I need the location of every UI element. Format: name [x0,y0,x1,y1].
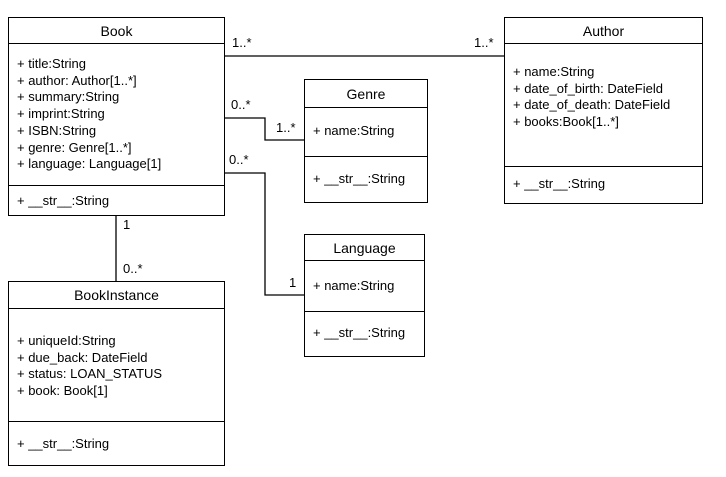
attribute: + uniqueId:String [17,333,116,348]
book-language-link [225,172,304,296]
class-genre-operations: + __str__:String [313,171,423,188]
class-language[interactable]: Language + name:String + __str__:String [304,234,425,357]
class-genre-divider-bottom [305,156,427,157]
class-language-attributes: + name:String [313,278,420,295]
class-bookinstance-divider-bottom [9,421,224,422]
class-language-operations: + __str__:String [313,325,420,342]
class-bookinstance[interactable]: BookInstance + uniqueId:String + due_bac… [8,281,225,466]
attribute: + date_of_death: DateField [513,97,671,113]
class-bookinstance-divider-top [9,308,224,309]
class-language-divider-bottom [305,311,424,312]
class-author-operations: + __str__:String [513,176,698,193]
class-language-divider-top [305,260,424,261]
multiplicity-book-genre-book-end: 0..* [231,97,251,112]
attribute: + due_back: DateField [17,349,148,365]
attribute: + title:String [17,56,87,71]
attribute: + status: LOAN_STATUS [17,366,163,382]
attribute: + name:String [313,123,395,138]
class-book-divider-top [9,43,224,44]
attribute: + date_of_birth: DateField [513,80,663,96]
class-genre-attributes: + name:String [313,123,423,140]
class-book-name: Book [100,23,133,39]
attribute: + books:Book[1..*] [513,114,619,130]
operation: + __str__:String [313,171,406,186]
multiplicity-book-genre-genre-end: 1..* [276,120,296,135]
operation: + __str__:String [313,325,406,340]
multiplicity-book-instance-instance-end: 0..* [123,261,143,276]
class-author-attributes: + name:String + date_of_birth: DateField… [513,64,698,131]
operation: + __str__:String [17,193,110,208]
class-bookinstance-operations: + __str__:String [17,436,220,453]
class-language-name: Language [333,240,396,256]
attribute: + name:String [313,278,395,293]
class-bookinstance-attributes: + uniqueId:String + due_back: DateField … [17,333,220,400]
multiplicity-book-instance-book-end: 1 [123,217,131,232]
multiplicity-book-language-book-end: 0..* [229,152,249,167]
class-book-divider-bottom [9,185,224,186]
multiplicity-book-language-language-end: 1 [289,275,297,290]
book-genre-link [225,117,304,141]
multiplicity-book-author-author-end: 1..* [474,35,494,50]
attribute: + author: Author[1..*] [17,72,137,88]
class-book-attributes: + title:String + author: Author[1..*] + … [17,56,220,173]
class-author-divider-bottom [505,166,702,167]
operation: + __str__:String [17,436,110,451]
class-book-operations: + __str__:String [17,193,220,210]
attribute: + name:String [513,64,595,79]
class-genre-name: Genre [346,86,386,102]
multiplicity-book-author-book-end: 1..* [232,35,252,50]
class-bookinstance-name: BookInstance [74,287,159,303]
class-author[interactable]: Author + name:String + date_of_birth: Da… [504,17,703,204]
attribute: + language: Language[1] [17,156,162,172]
class-author-name: Author [582,23,625,39]
attribute: + book: Book[1] [17,383,108,399]
attribute: + ISBN:String [17,122,97,138]
class-genre-divider-top [305,107,427,108]
class-author-divider-top [505,43,702,44]
attribute: + imprint:String [17,106,105,122]
attribute: + summary:String [17,89,120,105]
attribute: + genre: Genre[1..*] [17,139,132,155]
class-book[interactable]: Book + title:String + author: Author[1..… [8,17,225,216]
operation: + __str__:String [513,176,606,191]
class-genre[interactable]: Genre + name:String + __str__:String [304,79,428,203]
